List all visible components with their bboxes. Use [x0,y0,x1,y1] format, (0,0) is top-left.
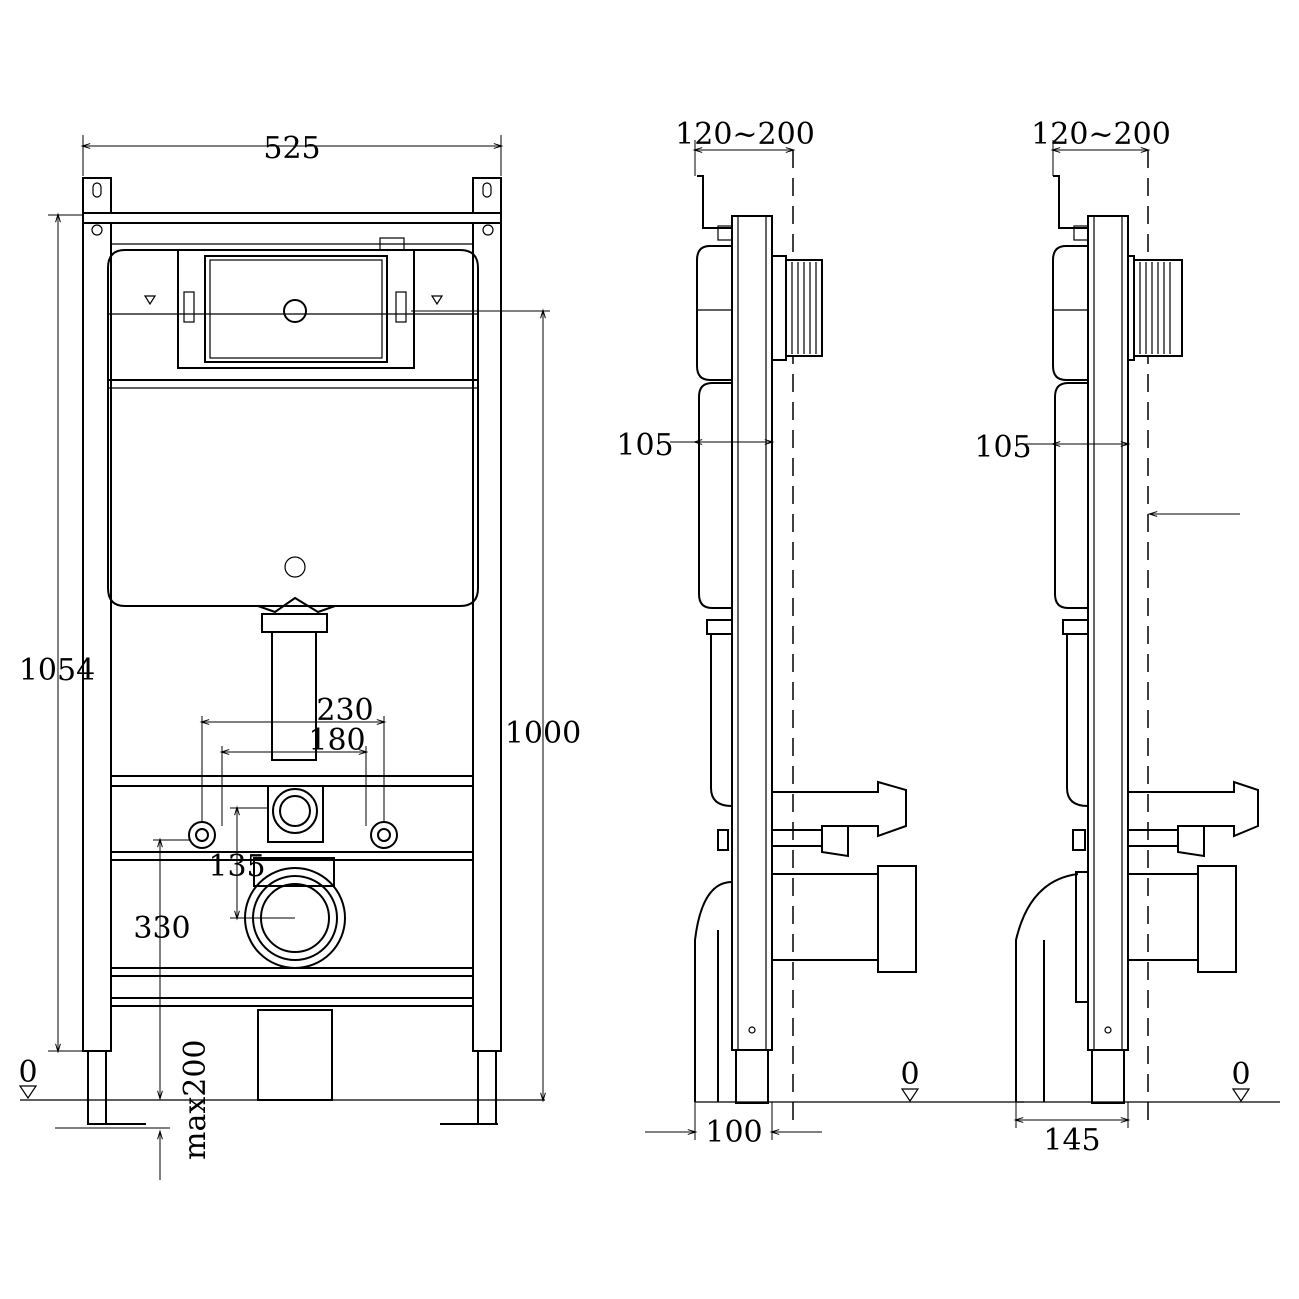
floor-level-label-side2: 0 [1231,1057,1250,1092]
side-view-1: 120~200 105 100 0 [616,117,1024,1150]
side2-wall-depth-label: 120~200 [1031,117,1171,152]
dim-drain-offset-label: 135 [208,849,265,884]
front-view: 525 1054 1000 230 180 135 330 max200 0 [18,131,581,1180]
dim-pipe-inner-label: 180 [308,723,365,758]
dim-leg-extension-label: max200 [178,1039,213,1160]
side2-foot-depth-label: 145 [1043,1123,1100,1158]
side1-wall-depth-label: 120~200 [675,117,815,152]
dim-width-label: 525 [263,131,320,166]
floor-level-label-front: 0 [18,1055,37,1090]
dim-actuator-height-label: 1000 [505,716,581,751]
dim-drain-height-label: 330 [133,911,190,946]
side1-frame-depth-label: 105 [616,428,673,463]
dim-pipe-outer-label: 230 [316,693,373,728]
floor-level-label-side1: 0 [900,1057,919,1092]
side2-frame-depth-label: 105 [974,430,1031,465]
side1-foot-depth-label: 100 [705,1115,762,1150]
dim-total-height-label: 1054 [19,653,95,688]
side-view-2: 120~200 105 145 0 [974,117,1280,1158]
